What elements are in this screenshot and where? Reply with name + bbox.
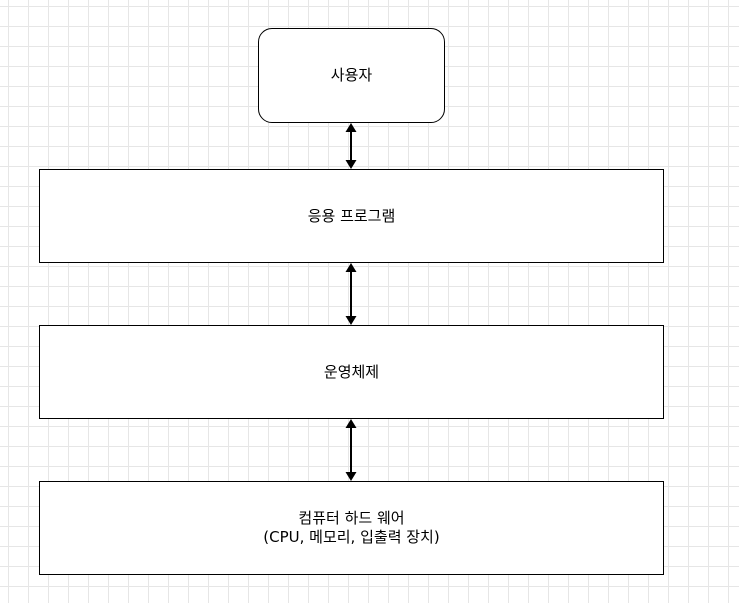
arrowhead-down-icon (345, 160, 357, 169)
arrowhead-up-icon (345, 263, 357, 272)
computer-hardware-label-line1: 컴퓨터 하드 웨어 (298, 509, 405, 527)
application-program-node: 응용 프로그램 (39, 169, 664, 263)
user-label: 사용자 (330, 66, 373, 84)
arrowhead-up-icon (345, 419, 357, 428)
operating-system-node: 운영체제 (39, 325, 664, 419)
arrow-os-hardware (345, 419, 357, 481)
user-node: 사용자 (258, 28, 445, 123)
operating-system-label: 운영체제 (323, 362, 380, 381)
application-program-label: 응용 프로그램 (307, 206, 396, 225)
arrowhead-down-icon (345, 472, 357, 481)
arrowhead-up-icon (345, 123, 357, 132)
computer-hardware-label-line2: (CPU, 메모리, 입출력 장치) (263, 528, 440, 546)
arrowhead-down-icon (345, 316, 357, 325)
arrow-app-os (345, 263, 357, 325)
computer-hardware-node: 컴퓨터 하드 웨어 (CPU, 메모리, 입출력 장치) (39, 481, 664, 575)
arrow-user-app (345, 123, 357, 169)
